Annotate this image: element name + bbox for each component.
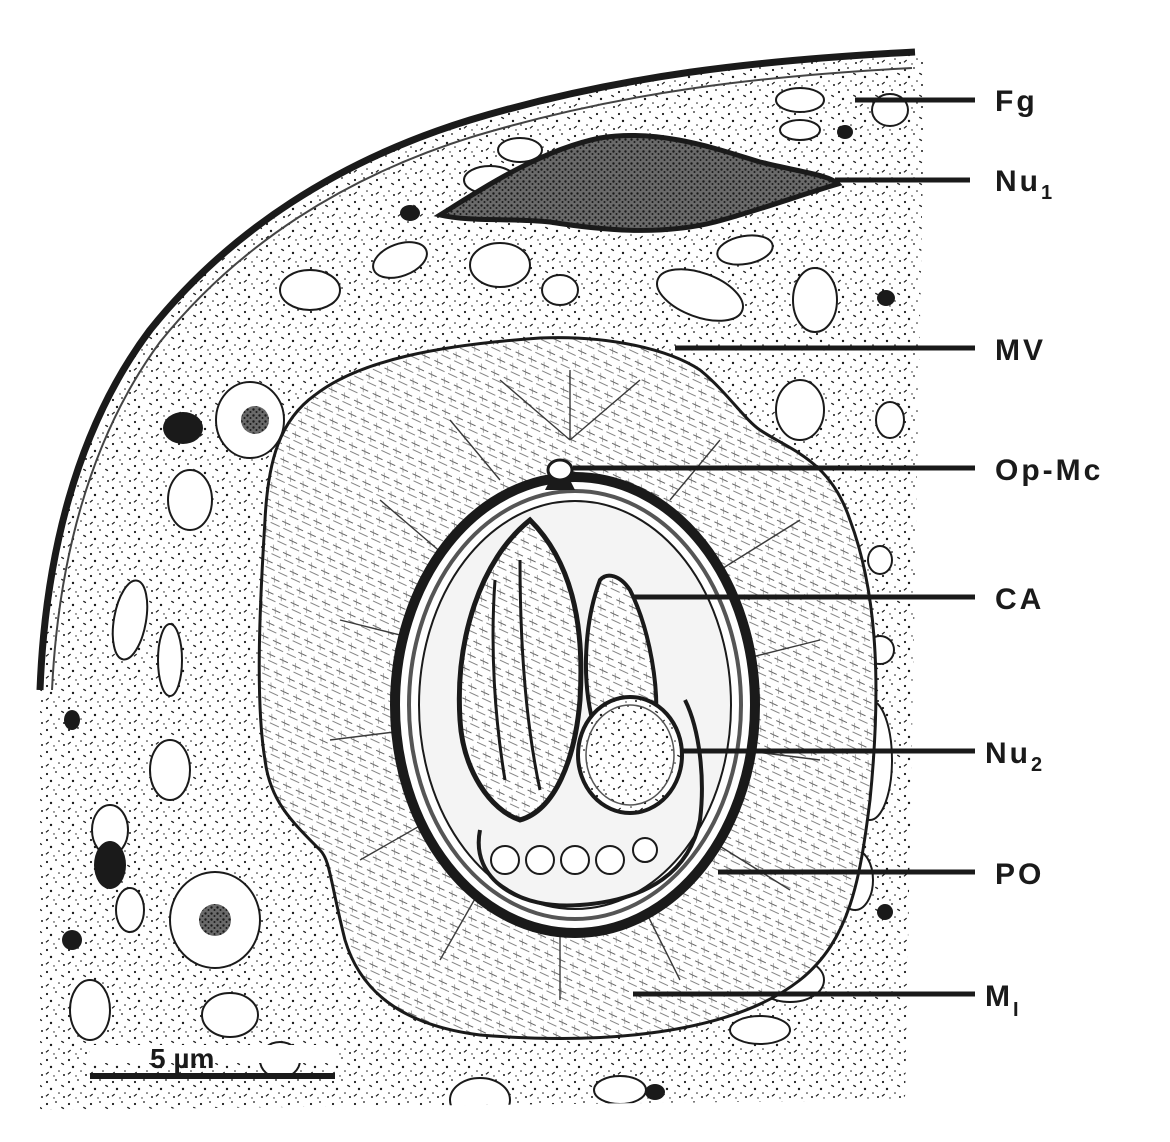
label-po: PO — [995, 858, 1044, 891]
label-fg: Fg — [995, 85, 1038, 118]
label-ca: CA — [995, 583, 1044, 616]
operculum-micropyle — [545, 460, 575, 490]
label-mi: MI — [985, 980, 1022, 1021]
scale-bar-label: 5 µm — [150, 1043, 214, 1074]
label-nu1: Nu1 — [995, 165, 1055, 204]
sporoplasm-nucleus-nu2 — [578, 697, 682, 813]
label-nu2: Nu2 — [985, 737, 1045, 776]
label-mv: MV — [995, 334, 1046, 367]
label-op-mc: Op-Mc — [995, 454, 1103, 487]
